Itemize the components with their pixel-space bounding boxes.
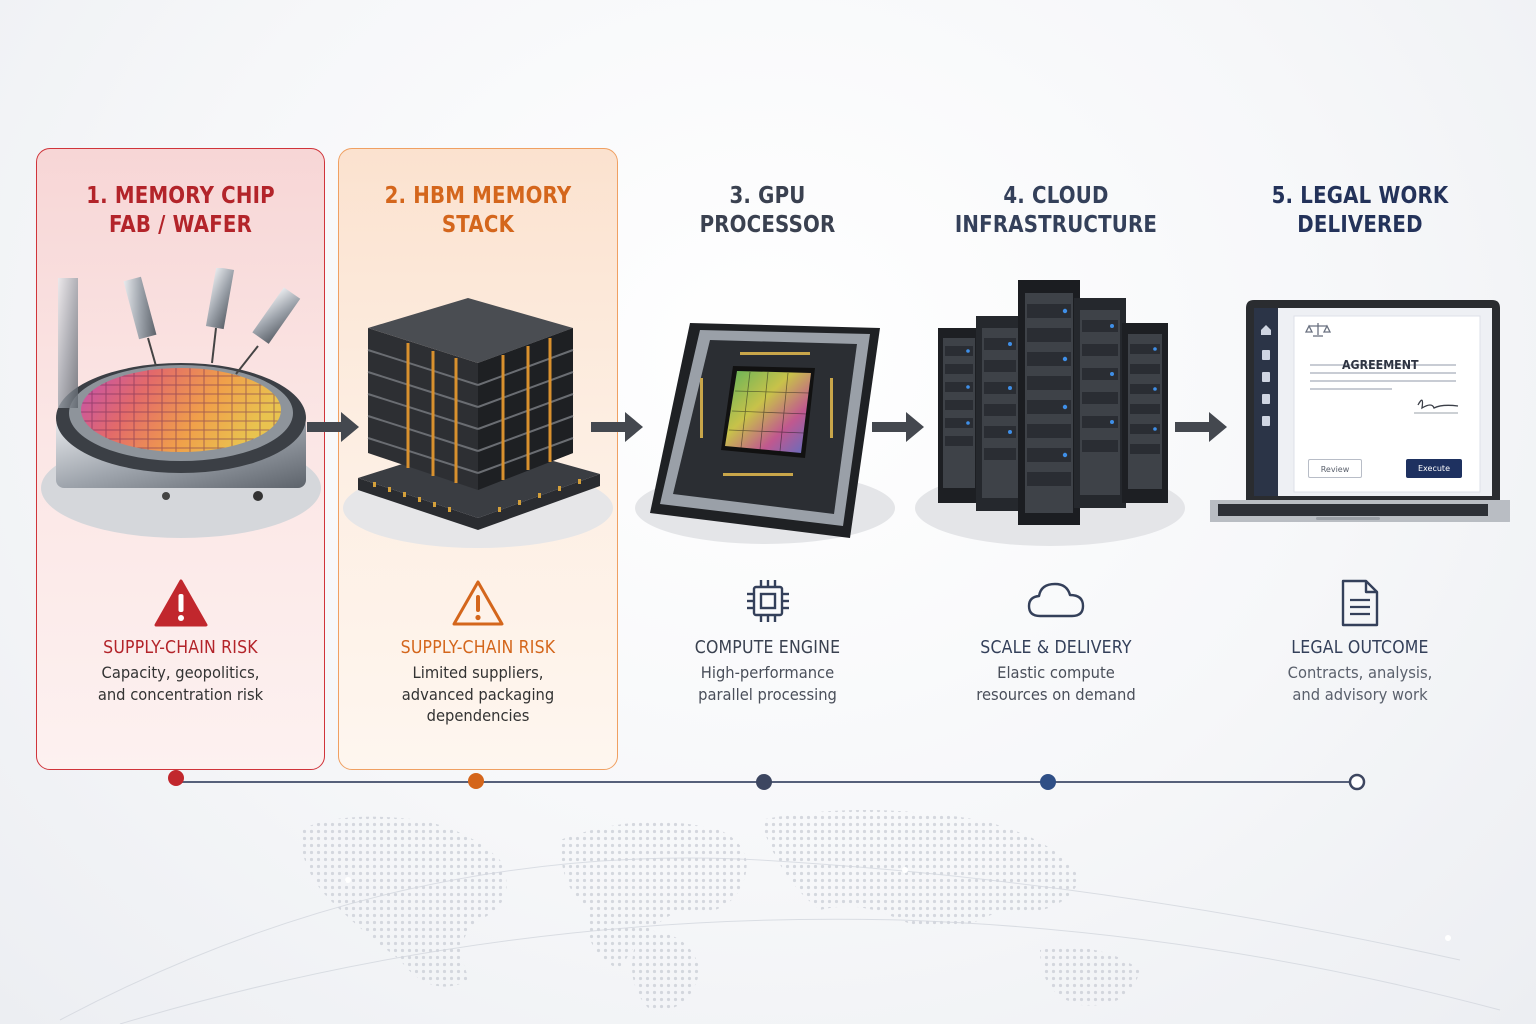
step-cloud-infrastructure: 4. CLOUD INFRASTRUCTURE	[910, 148, 1202, 770]
agreement-title: AGREEMENT	[1342, 358, 1419, 372]
gpu-chip-illustration	[635, 323, 895, 544]
timeline-node	[1040, 774, 1056, 790]
arrow-right-icon	[872, 412, 924, 442]
step-title: 4. CLOUD INFRASTRUCTURE	[954, 183, 1158, 238]
step-title: 2. HBM MEMORY STACK	[384, 183, 572, 238]
arrow-right-icon	[307, 412, 359, 442]
review-button[interactable]: Review	[1308, 459, 1362, 478]
timeline-node	[1348, 773, 1366, 791]
server-racks-illustration	[915, 280, 1185, 546]
world-map-background	[59, 810, 1501, 1024]
step-title: 1. MEMORY CHIP FAB / WAFER	[86, 183, 275, 238]
cloud-icon	[1027, 582, 1085, 618]
chip-icon	[746, 580, 789, 622]
step-legal-work-delivered: 5. LEGAL WORK DELIVERED	[1210, 148, 1510, 770]
arrow-right-icon	[1175, 412, 1227, 442]
hbm-stack-illustration	[343, 298, 613, 548]
step-hbm-memory-stack: 2. HBM MEMORY STACK	[338, 148, 618, 770]
laptop-illustration: AGREEMENT Review Execute	[1210, 268, 1510, 568]
timeline-node	[756, 774, 772, 790]
warning-icon	[154, 579, 207, 627]
timeline	[168, 770, 1366, 791]
step-description: Elastic compute resources on demand	[976, 663, 1136, 704]
step-title: 3. GPU PROCESSOR	[699, 183, 836, 238]
step-category-label: SUPPLY-CHAIN RISK	[103, 638, 258, 658]
step-category-label: SCALE & DELIVERY	[980, 638, 1132, 658]
step-description: Capacity, geopolitics, and concentration…	[97, 663, 264, 704]
warning-outline-icon	[452, 580, 504, 626]
step-gpu-processor: 3. GPU PROCESSOR COM	[625, 148, 910, 770]
document-icon	[1341, 579, 1379, 627]
step-description: High-performance parallel processing	[698, 663, 837, 704]
step-memory-chip-fab: 1. MEMORY CHIP FAB / WAFER	[36, 148, 325, 770]
step-category-label: COMPUTE ENGINE	[694, 638, 841, 658]
timeline-node	[468, 773, 484, 789]
wafer-fab-illustration	[41, 268, 321, 538]
step-category-label: LEGAL OUTCOME	[1291, 638, 1429, 658]
execute-button[interactable]: Execute	[1406, 459, 1462, 478]
arrow-right-icon	[591, 412, 643, 442]
timeline-node	[168, 770, 184, 786]
step-description: Limited suppliers, advanced packaging de…	[401, 663, 555, 725]
step-category-label: SUPPLY-CHAIN RISK	[400, 638, 556, 658]
step-title: 5. LEGAL WORK DELIVERED	[1271, 183, 1449, 238]
step-description: Contracts, analysis, and advisory work	[1287, 663, 1433, 704]
